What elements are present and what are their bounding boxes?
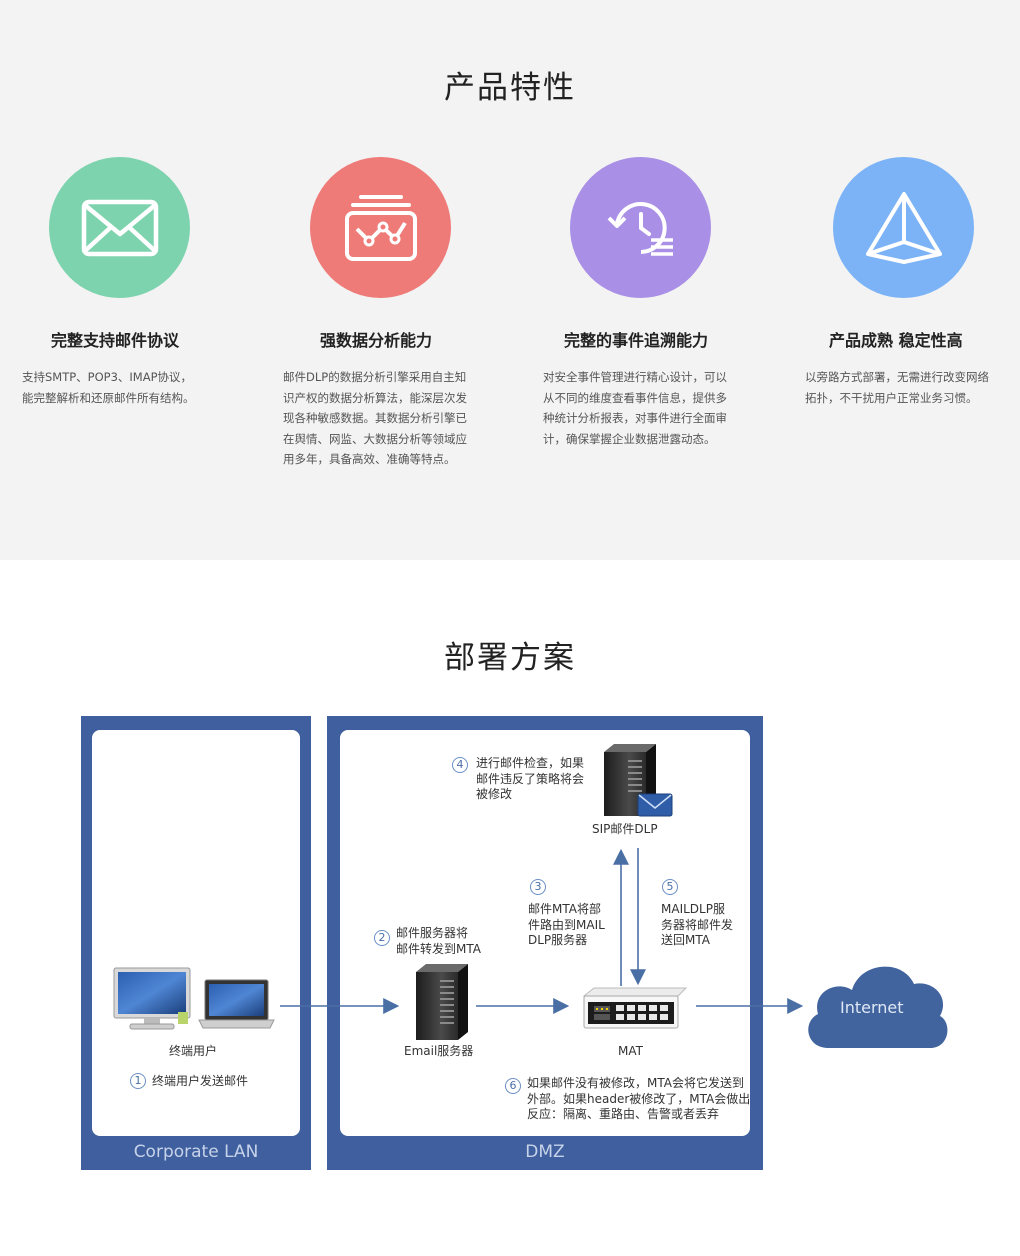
step-6-line: 如果邮件没有被修改，MTA会将它发送到 — [527, 1076, 744, 1090]
analytics-chart-icon — [344, 194, 417, 261]
feature-title: 完整的事件追溯能力 — [564, 331, 709, 350]
step-3-number: 3 — [530, 879, 546, 895]
feature-description: 以旁路方式部署，无需进行改变网络 拓扑，不干扰用户正常业务习惯。 — [805, 367, 1005, 408]
step-6-line: 外部。如果header被修改了，MTA会做出 — [527, 1091, 751, 1106]
feature-desc-line: 邮件DLP的数据分析引擎采用自主知 — [283, 370, 467, 384]
dmz-zone: DMZ — [327, 716, 763, 1170]
step-6-number: 6 — [505, 1078, 521, 1094]
email-server-icon — [416, 964, 468, 1040]
step-4-line: 被修改 — [476, 787, 513, 801]
feature-mail-protocol-circle — [49, 157, 190, 298]
history-icon — [607, 201, 673, 256]
feature-traceability-circle — [570, 157, 711, 298]
laptop-icon — [198, 979, 275, 1029]
step-2-number: 2 — [374, 930, 390, 946]
feature-desc-line: 对安全事件管理进行精心设计，可以 — [543, 370, 727, 384]
step-5-number: 5 — [662, 879, 678, 895]
pyramid-icon — [865, 191, 942, 264]
mail-envelope-icon — [637, 793, 673, 817]
step-6-text: 如果邮件没有被修改，MTA会将它发送到 外部。如果header被修改了，MTA会… — [527, 1076, 750, 1123]
internet-label: Internet — [840, 998, 904, 1017]
step-5-line: MAILDLP服 — [661, 902, 725, 916]
feature-mail-protocol: 完整支持邮件协议 支持SMTP、POP3、IMAP协议， 能完整解析和还原邮件所… — [22, 157, 309, 405]
corporate-lan-panel — [92, 730, 300, 1136]
step-6-line: 反应：隔离、重路由、告警或者丢弃 — [527, 1107, 720, 1121]
users-label: 终端用户 — [169, 1044, 218, 1058]
step-5-text: MAILDLP服 务器将邮件发 送回MTA — [661, 902, 733, 949]
step-5-line: 送回MTA — [661, 933, 710, 947]
feature-stability-circle — [833, 157, 974, 298]
feature-data-analysis-circle — [310, 157, 451, 298]
internet-cloud-icon — [808, 966, 948, 1048]
feature-description: 邮件DLP的数据分析引擎采用自主知 识产权的数据分析算法，能深层次发 现各种敏感… — [283, 367, 543, 470]
feature-desc-line: 计，确保掌握企业数据泄露动态。 — [543, 431, 716, 446]
deployment-title: 部署方案 — [444, 640, 576, 676]
desktop-computer-icon — [113, 967, 191, 1030]
step-3-line: 邮件MTA将部 — [528, 902, 601, 916]
step-4-number: 4 — [452, 757, 468, 773]
step-3-text: 邮件MTA将部 件路由到MAIL DLP服务器 — [528, 902, 605, 949]
feature-desc-line: 以旁路方式部署，无需进行改变网络 — [805, 370, 989, 384]
feature-desc-line: 支持SMTP、POP3、IMAP协议， — [22, 370, 193, 384]
mat-switch-icon — [582, 987, 688, 1029]
sip-dlp-server-icon — [604, 744, 673, 817]
step-5-line: 务器将邮件发 — [661, 917, 734, 932]
step-2-line: 邮件转发到MTA — [396, 941, 481, 956]
dmz-label: DMZ — [525, 1142, 565, 1162]
feature-data-analysis: 强数据分析能力 邮件DLP的数据分析引擎采用自主知 识产权的数据分析算法，能深层… — [283, 157, 570, 466]
step-1-text: 终端用户发送邮件 — [152, 1074, 248, 1090]
feature-desc-line: 在舆情、网监、大数据分析等领域应 — [283, 431, 467, 446]
feature-desc-line: 现各种敏感数据。其数据分析引擎已 — [283, 411, 467, 425]
step-4-line: 邮件违反了策略将会 — [476, 771, 585, 786]
feature-desc-line: 从不同的维度查看事件信息，提供多 — [543, 390, 727, 405]
step-4-text: 进行邮件检查，如果 邮件违反了策略将会 被修改 — [476, 756, 584, 803]
step-4-line: 进行邮件检查，如果 — [476, 756, 585, 770]
corporate-lan-label: Corporate LAN — [133, 1142, 259, 1162]
dmz-panel — [340, 730, 750, 1136]
step-1-number: 1 — [130, 1073, 146, 1089]
step-2-text: 邮件服务器将 邮件转发到MTA — [396, 926, 481, 957]
feature-traceability: 完整的事件追溯能力 对安全事件管理进行精心设计，可以 从不同的维度查看事件信息，… — [543, 157, 830, 446]
feature-desc-line: 能完整解析和还原邮件所有结构。 — [22, 390, 195, 405]
step-1-line: 终端用户发送邮件 — [152, 1074, 249, 1088]
feature-desc-line: 用多年，具备高效、准确等特点。 — [283, 452, 456, 466]
mat-label: MAT — [618, 1044, 643, 1058]
feature-title: 产品成熟 稳定性高 — [829, 331, 963, 350]
feature-desc-line: 识产权的数据分析算法，能深层次发 — [283, 390, 467, 405]
feature-desc-line: 拓扑，不干扰用户正常业务习惯。 — [805, 390, 978, 405]
step-3-line: 件路由到MAIL — [528, 917, 605, 932]
envelope-icon — [81, 199, 158, 256]
features-title: 产品特性 — [444, 70, 576, 106]
feature-desc-line: 种统计分析报表，对事件进行全面审 — [543, 411, 727, 425]
sip-dlp-label: SIP邮件DLP — [592, 822, 658, 836]
step-3-line: DLP服务器 — [528, 933, 588, 947]
features-section: 产品特性 完整支持邮件协议 支持SMTP、POP3、IMAP协议， 能完整解析和… — [0, 0, 1020, 560]
email-server-label: Email服务器 — [404, 1044, 474, 1058]
corporate-lan-zone: Corporate LAN — [81, 716, 311, 1170]
feature-stability: 产品成熟 稳定性高 以旁路方式部署，无需进行改变网络 拓扑，不干扰用户正常业务习… — [805, 157, 1020, 405]
feature-description: 对安全事件管理进行精心设计，可以 从不同的维度查看事件信息，提供多 种统计分析报… — [543, 367, 803, 449]
feature-title: 完整支持邮件协议 — [51, 331, 180, 350]
step-2-line: 邮件服务器将 — [396, 926, 469, 940]
feature-description: 支持SMTP、POP3、IMAP协议， 能完整解析和还原邮件所有结构。 — [22, 367, 282, 408]
feature-title: 强数据分析能力 — [320, 331, 433, 350]
